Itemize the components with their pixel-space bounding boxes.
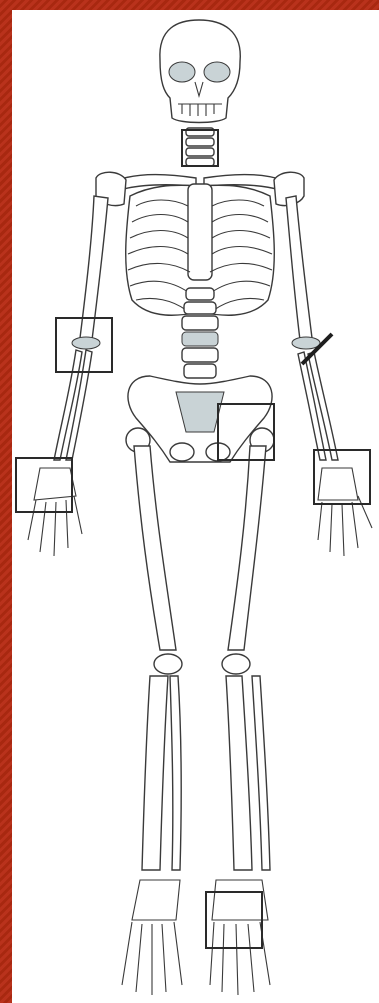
lumbar-spine bbox=[182, 288, 218, 378]
cervical-spine bbox=[186, 128, 214, 166]
right-wrist-box bbox=[16, 458, 72, 512]
left-arm bbox=[286, 196, 372, 556]
right-eye-socket bbox=[204, 62, 230, 82]
left-femur bbox=[228, 446, 266, 650]
left-leg bbox=[210, 428, 274, 995]
skull bbox=[160, 20, 240, 123]
left-humerus bbox=[286, 196, 312, 340]
left-eye-socket bbox=[169, 62, 195, 82]
right-leg bbox=[122, 428, 182, 995]
sternum bbox=[188, 184, 212, 280]
right-femur bbox=[134, 446, 176, 650]
right-arm bbox=[28, 196, 108, 556]
